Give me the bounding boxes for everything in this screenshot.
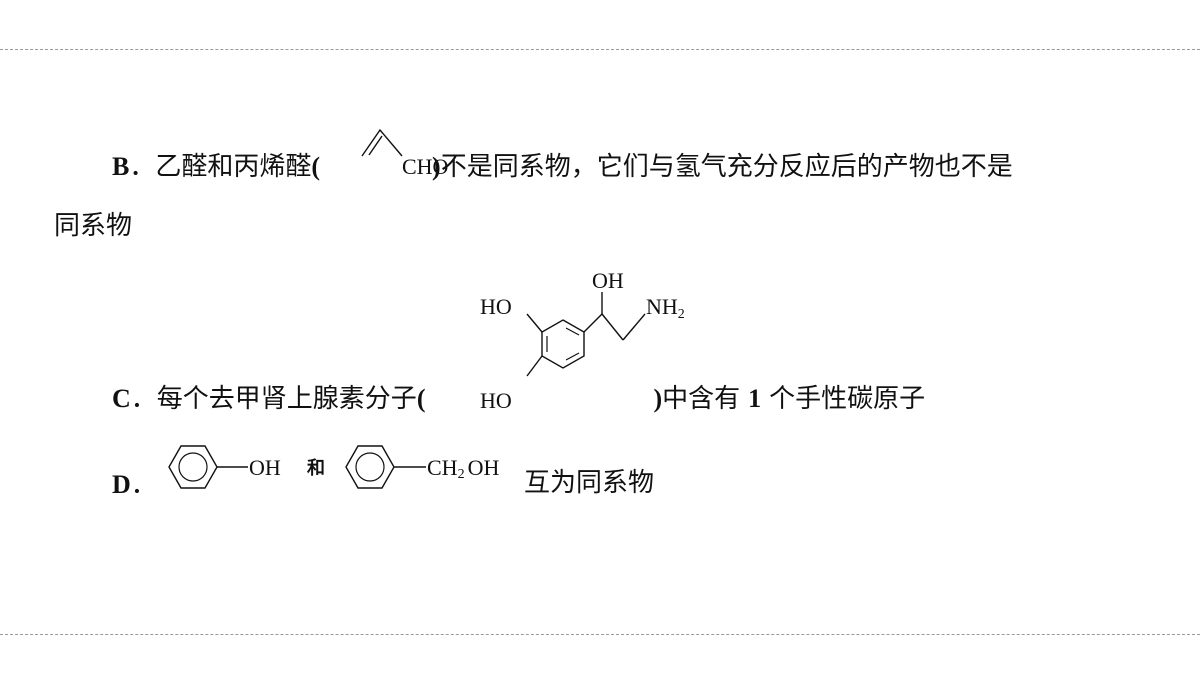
option-b-separator: ． xyxy=(129,152,156,182)
bottom-dashed-divider xyxy=(0,634,1200,635)
option-c-paren-close: ) xyxy=(653,384,663,413)
phenol-oh-label: OH xyxy=(249,455,281,480)
option-b-line-1: B．乙醛和丙烯醛()不是同系物，它们与氢气充分反应后的产物也不是 xyxy=(112,152,1013,182)
option-c-label: C xyxy=(112,384,131,413)
norepinephrine-benzene-ring xyxy=(541,319,585,369)
acrolein-double-bond-a xyxy=(361,128,403,157)
option-d-label: D xyxy=(112,470,131,499)
norepinephrine-lower-ho: HO xyxy=(480,388,512,412)
option-b-paren-open: ( xyxy=(311,152,321,181)
bond-ring-to-lower-oh xyxy=(526,355,543,377)
acrolein-double-bond-b xyxy=(368,135,383,156)
option-d-text-line: 互为同系物 xyxy=(524,468,654,498)
bond-chiral-carbon-to-ch2 xyxy=(601,313,624,341)
option-d-conjunction: 和 xyxy=(307,458,325,478)
acrolein-structure: CHO xyxy=(361,128,448,179)
option-d-label-line: D． xyxy=(112,470,157,500)
benzyl-benzene-ring xyxy=(345,445,395,489)
option-b-text-2: 不是同系物，它们与氢气充分反应后的产物也不是 xyxy=(440,152,1013,182)
bond-ch2-to-nh2 xyxy=(622,313,646,341)
phenol-benzene-ring xyxy=(168,445,218,489)
option-c-separator: ． xyxy=(130,384,157,414)
option-c-paren-open: ( xyxy=(416,384,426,413)
option-b-text-1: 乙醛和丙烯醛 xyxy=(155,152,312,182)
acrolein-cho-label: CHO xyxy=(402,154,448,179)
norepinephrine-nh2: NH2 xyxy=(646,294,685,322)
option-b-paren-close: ) xyxy=(432,152,441,181)
ring-inner-bond-2 xyxy=(565,352,580,361)
top-dashed-divider xyxy=(0,49,1200,50)
option-c-text-1: 每个去甲肾上腺素分子 xyxy=(156,384,417,414)
option-c-text-2: 中含有 xyxy=(662,384,741,414)
option-d-separator: ． xyxy=(130,470,157,500)
norepinephrine-structure: OH NH2 HO HO xyxy=(480,268,685,412)
option-d-text: 互为同系物 xyxy=(524,468,655,498)
option-b-label: B xyxy=(112,152,130,181)
option-b-line-2: 同系物 xyxy=(54,211,132,241)
norepinephrine-top-oh: OH xyxy=(592,268,624,293)
option-c-text-3: 个手性碳原子 xyxy=(769,384,926,414)
benzyl-aromatic-circle xyxy=(355,452,385,482)
option-c-number: 1 xyxy=(748,384,762,413)
option-b-text-3: 同系物 xyxy=(54,211,133,241)
bond-ring-to-chiral-carbon xyxy=(583,313,603,333)
ring-inner-bond-1 xyxy=(565,327,580,336)
bond-ring-to-upper-oh xyxy=(526,313,543,333)
phenol-aromatic-circle xyxy=(178,452,208,482)
norepinephrine-upper-ho: HO xyxy=(480,294,512,319)
